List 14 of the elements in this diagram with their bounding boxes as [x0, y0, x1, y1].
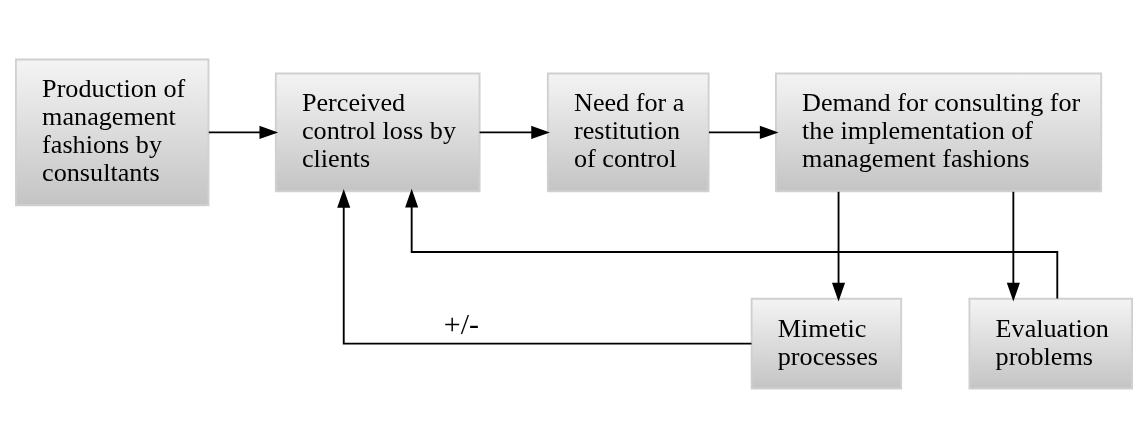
node-box: Evaluation problems	[968, 297, 1133, 390]
arrow	[337, 189, 753, 345]
arrow	[207, 125, 279, 139]
arrow	[708, 125, 779, 139]
node-box: Demand for consulting for the implementation of management fashions	[774, 72, 1103, 193]
node-box: Perceived control loss by clients	[274, 72, 481, 193]
node-box: Need for a restitution of control	[546, 72, 710, 193]
arrow	[832, 190, 846, 302]
node-box: Mimetic processes	[750, 297, 903, 390]
edge-label: +/-	[443, 306, 479, 340]
arrow	[478, 125, 550, 139]
node-box: Production of management fashions by consultants	[15, 58, 210, 207]
arrow	[1006, 190, 1020, 302]
arrow	[405, 188, 1059, 300]
